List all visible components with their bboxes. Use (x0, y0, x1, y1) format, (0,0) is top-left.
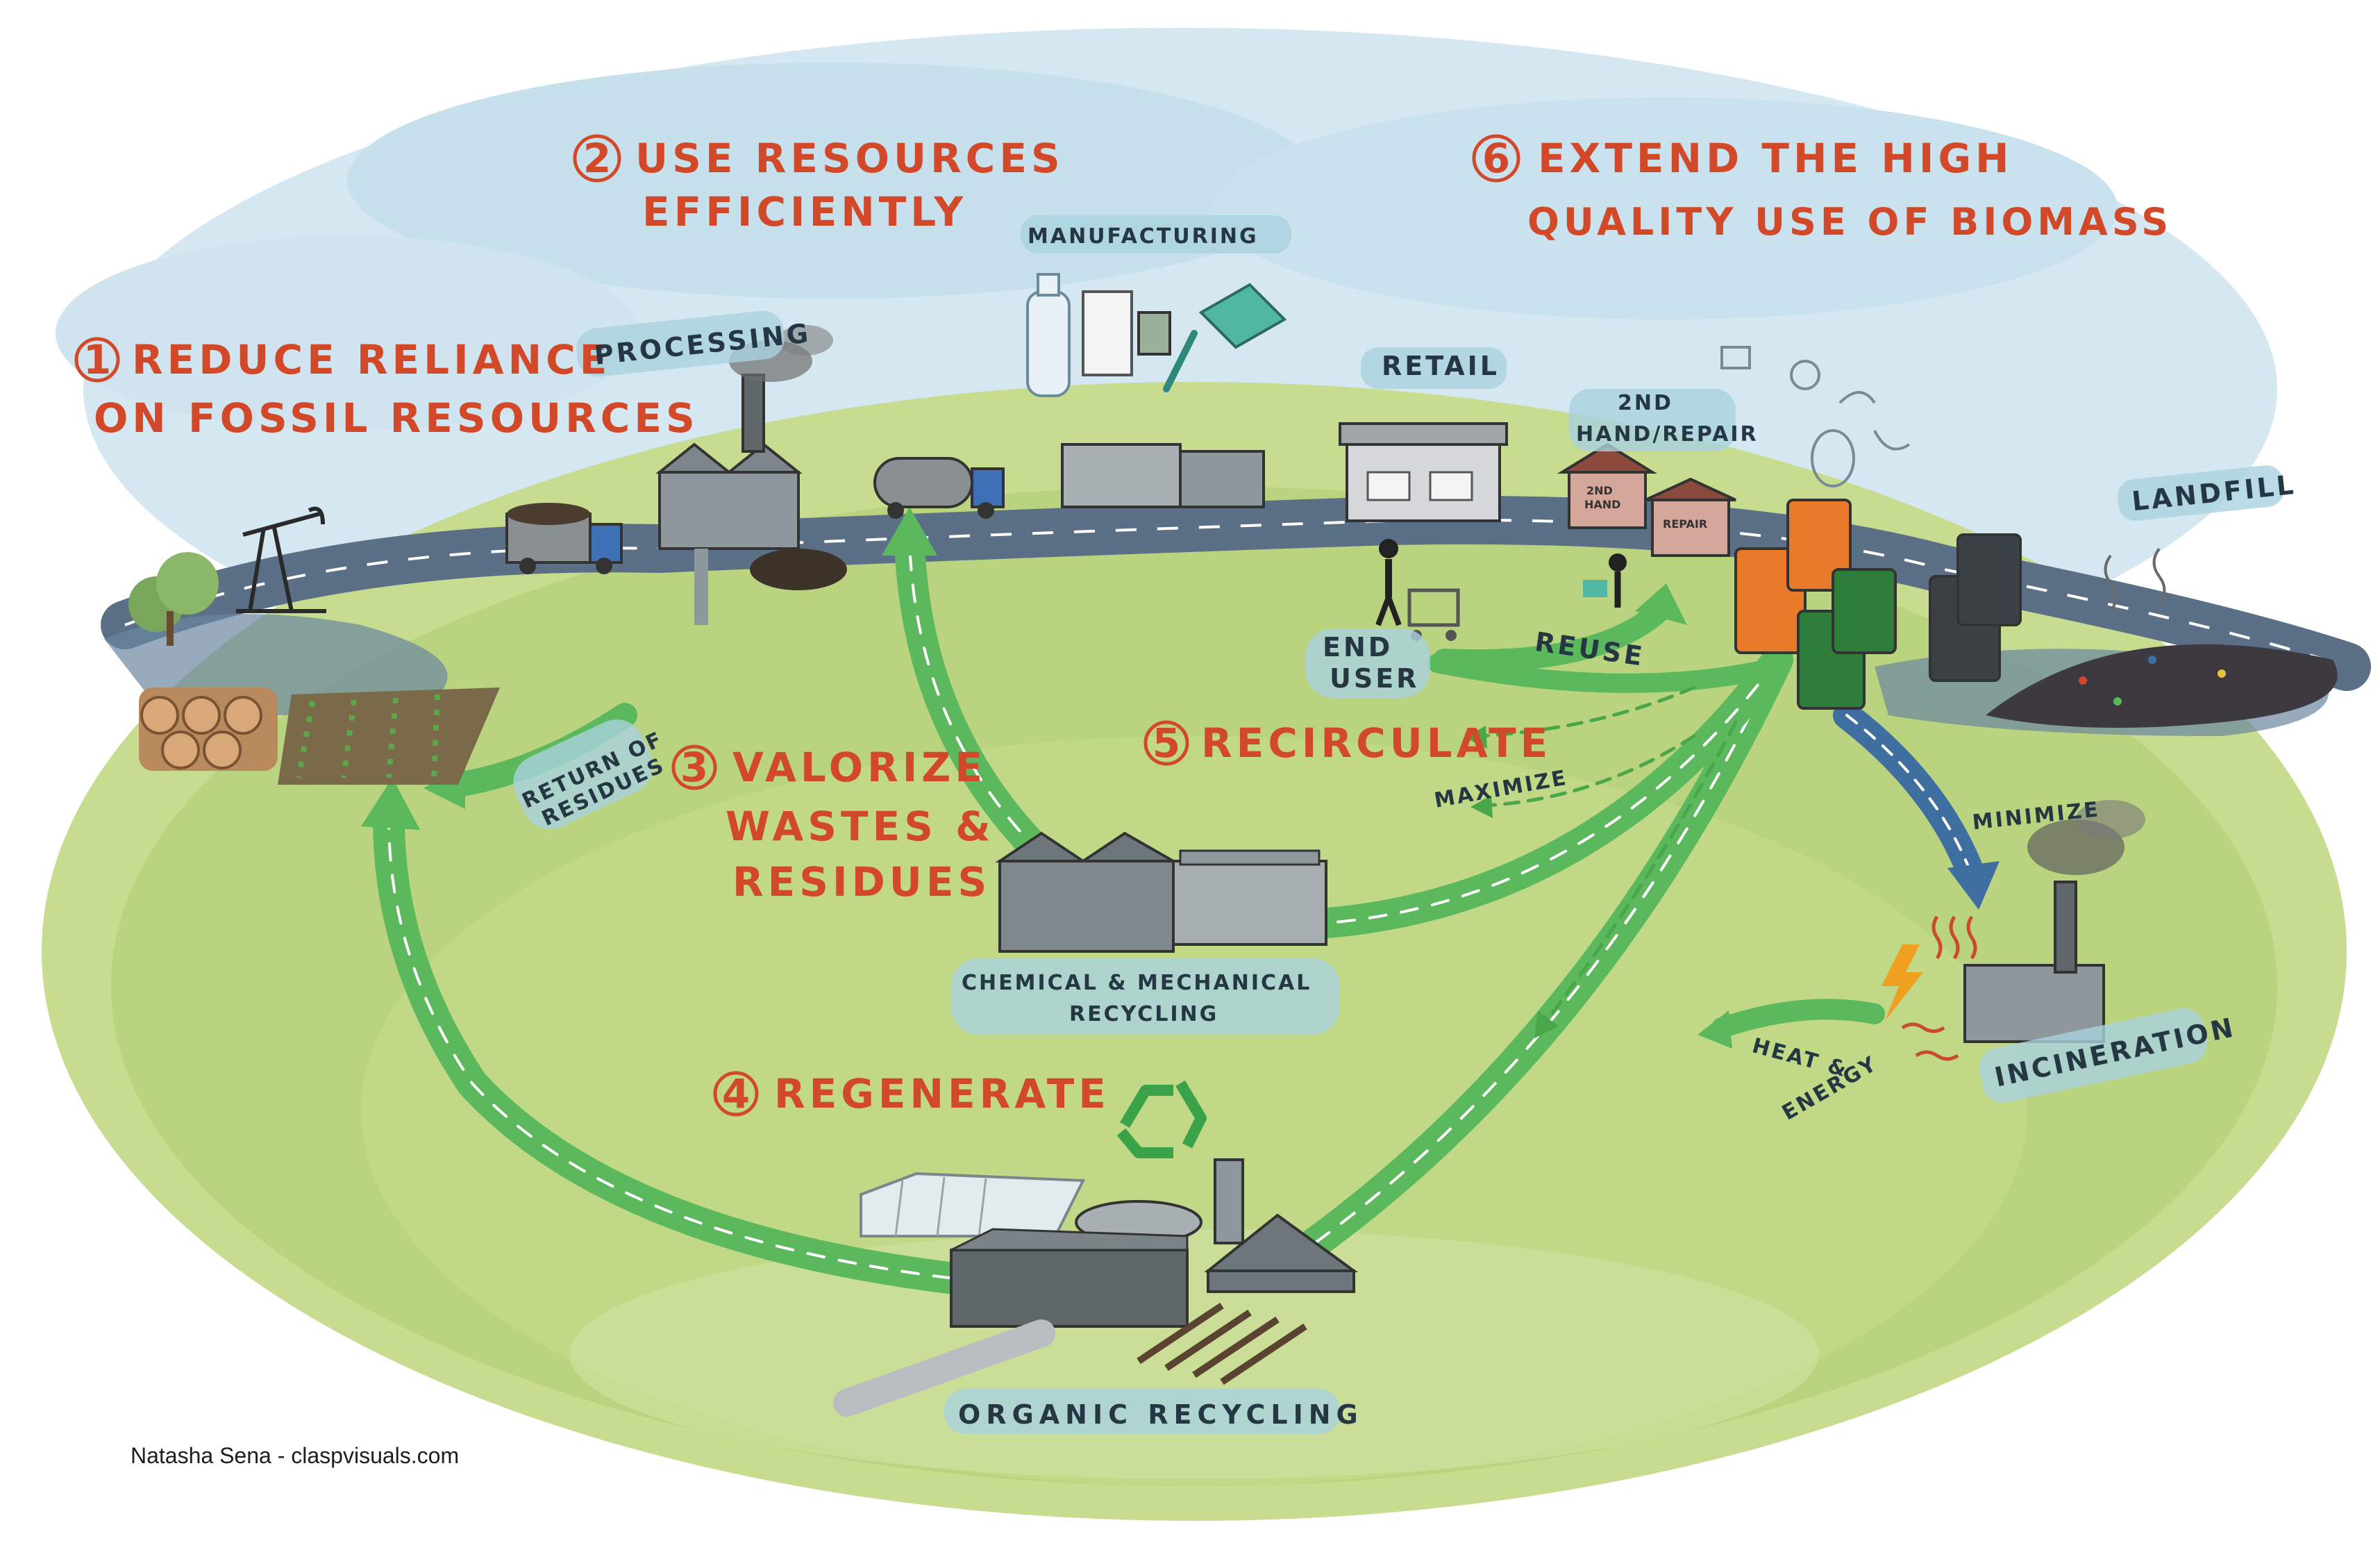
person-icon (1375, 539, 1402, 626)
arrow-maximize-1 (1477, 685, 1696, 738)
arrow-bins-to-chemical (1304, 644, 1793, 939)
shop-icon (1339, 422, 1508, 522)
lightning-icon (1882, 944, 1923, 1021)
repair-shop-icon: REPAIR (1645, 477, 1736, 557)
step-2-title: 2 USE RESOURCES EFFICIENTLY (573, 134, 1064, 235)
greenhouse-icon (860, 1172, 1086, 1238)
label-end-user-2: USER (1330, 663, 1419, 694)
pipe-icon (833, 1319, 1055, 1417)
digester-icon (1075, 1158, 1359, 1293)
chemical-recycling-plant (995, 831, 1327, 953)
log-pile-icon (139, 688, 278, 771)
oil-pump-icon (236, 506, 326, 613)
step-3-line-3: RESIDUES (732, 858, 991, 906)
arrow-user-to-bins (1427, 653, 1787, 693)
recycle-icon (1116, 1080, 1207, 1158)
credit-text: Natasha Sena - claspvisuals.com (131, 1443, 460, 1468)
second-hand-shop-icon: 2ND HAND (1557, 442, 1658, 529)
step-6-number: 6 (1482, 135, 1510, 182)
label-chemical-2: RECYCLING (1069, 1002, 1218, 1026)
step-5-number: 5 (1153, 719, 1180, 767)
step-4-title: 4 REGENERATE (713, 1070, 1110, 1117)
label-end-user-1: END (1323, 632, 1393, 662)
step-2-line-1: USE RESOURCES (635, 135, 1064, 182)
toothbrush-icon (1163, 330, 1198, 392)
container-icon (1198, 283, 1287, 349)
tanker-truck-icon (873, 457, 1005, 519)
compost-rows (1137, 1302, 1307, 1385)
label-second-hand-2: HAND/REPAIR (1576, 422, 1759, 447)
shop-2nd-label-2: HAND (1584, 498, 1620, 511)
arrow-heat-energy (1711, 999, 1885, 1038)
step-1-line-2: ON FOSSIL RESOURCES (94, 394, 699, 442)
step-3-line-2: WASTES & (726, 803, 995, 850)
arrow-maximize-3 (1539, 720, 1738, 1030)
step-2-number: 2 (583, 135, 611, 182)
incineration-plant (1963, 800, 2145, 1043)
truck-icon (505, 503, 623, 574)
step-5-line-1: RECIRCULATE (1201, 719, 1552, 767)
road-marking (124, 518, 2347, 668)
trees (128, 552, 219, 646)
step-1-title: 1 REDUCE RELIANCE ON FOSSIL RESOURCES (74, 336, 699, 442)
manufacturing-buildings (1061, 443, 1265, 508)
shop-2nd-label-1: 2ND (1586, 484, 1613, 497)
organic-plant-building (950, 1228, 1189, 1328)
bottle-icon (1026, 273, 1071, 397)
step-1-line-1: REDUCE RELIANCE (132, 336, 611, 383)
label-manufacturing: MANUFACTURING (1028, 224, 1259, 249)
arrow-head-manufacturing (882, 507, 937, 556)
step-4-line-1: REGENERATE (774, 1070, 1110, 1117)
shop-repair-label: REPAIR (1663, 517, 1707, 531)
waste-bin-icon (1734, 499, 2022, 710)
label-second-hand-1: 2ND (1618, 391, 1673, 415)
crop-field (278, 688, 500, 785)
label-highlights (513, 215, 2285, 1434)
step-5-title: 5 RECIRCULATE (1143, 719, 1552, 767)
step-4-number: 4 (722, 1070, 750, 1117)
label-organic-recycling: ORGANIC RECYCLING (958, 1399, 1364, 1430)
step-6-line-2: QUALITY USE OF BIOMASS (1527, 200, 2172, 244)
carton-icon (1082, 290, 1133, 376)
step-3-number: 3 (680, 744, 708, 791)
step-3-line-1: VALORIZE (732, 744, 987, 791)
landfill-heap (1986, 547, 2338, 728)
factory-icon (655, 325, 847, 625)
label-retail: RETAIL (1382, 351, 1500, 381)
step-1-number: 1 (83, 336, 111, 383)
step-3-title: 3 VALORIZE WASTES & RESIDUES (671, 744, 995, 906)
label-chemical-1: CHEMICAL & MECHANICAL (962, 971, 1311, 995)
step-6-line-1: EXTEND THE HIGH (1538, 135, 2013, 182)
arrow-reuse (1433, 600, 1670, 672)
arrow-maximize-2 (1484, 734, 1696, 808)
arrow-head-fields (361, 778, 420, 830)
step-6-title: 6 EXTEND THE HIGH QUALITY USE OF BIOMASS (1472, 134, 2172, 244)
step-2-line-2: EFFICIENTLY (642, 188, 967, 235)
cup-icon (1137, 311, 1171, 356)
person-reuse-icon (1583, 553, 1627, 608)
flow-arrows (361, 507, 2000, 1301)
waste-items (1720, 346, 1911, 488)
heat-wave-icon (1901, 915, 1977, 1061)
